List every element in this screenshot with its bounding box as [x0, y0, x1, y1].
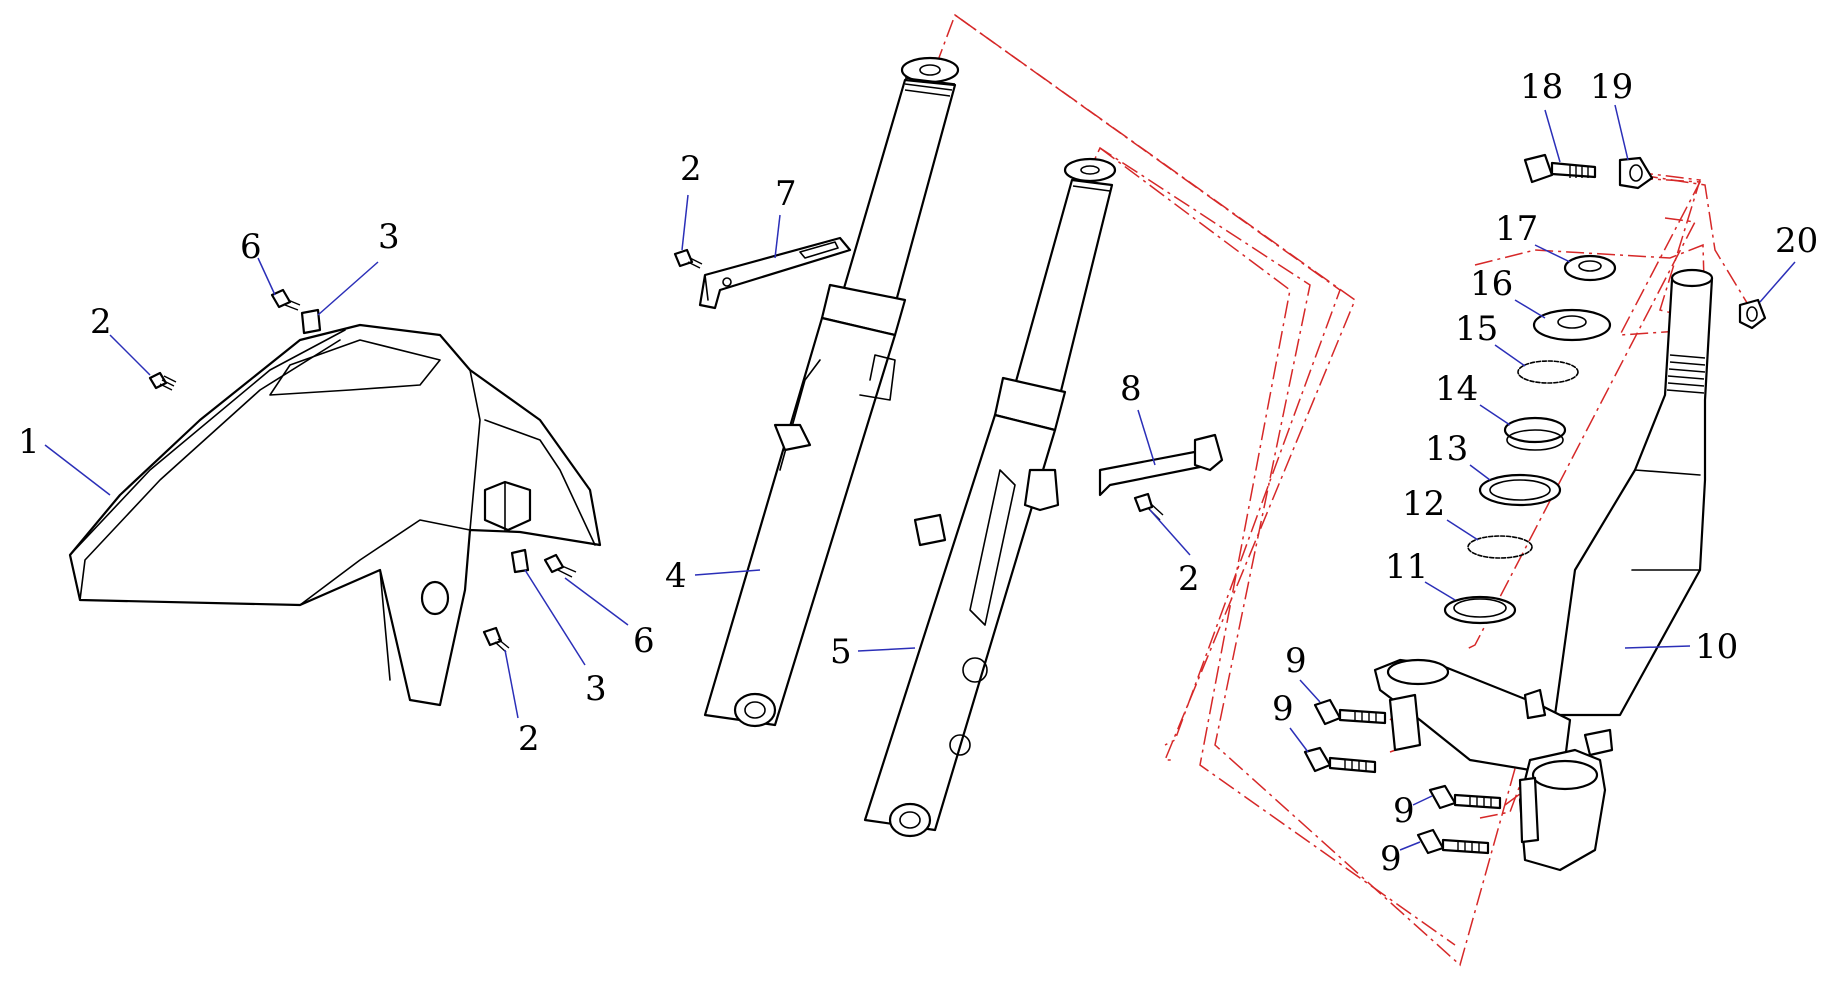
callout-18: 18: [1520, 67, 1563, 107]
bottom-cone-race-13: [1478, 473, 1562, 507]
nut-19: [1618, 156, 1654, 190]
fender-screw-2-lower: [482, 626, 510, 653]
leader-18: [1544, 109, 1561, 163]
callout-19: 19: [1590, 67, 1633, 107]
callout-15: 15: [1455, 309, 1498, 349]
leader-9a: [1299, 679, 1321, 703]
pinch-bolt-9-a: [1313, 698, 1387, 726]
brake-hose-bracket-7: [698, 236, 852, 310]
callout-6-lower: 6: [633, 621, 655, 661]
leader-2c: [681, 194, 689, 251]
pinch-bolt-9-d: [1416, 828, 1490, 855]
leader-15: [1494, 344, 1526, 367]
leader-20: [1759, 261, 1796, 303]
callout-9-a: 9: [1285, 641, 1307, 681]
callout-9-d: 9: [1380, 839, 1402, 879]
fender-nut-3-lower: [510, 548, 530, 574]
leader-2d: [1149, 509, 1191, 556]
dust-seal-11: [1443, 595, 1517, 625]
ball-race-14: [1503, 416, 1567, 451]
leader-9d: [1399, 841, 1421, 851]
fender-bolt-6-upper: [270, 288, 301, 311]
fender-nut-3-upper: [300, 308, 322, 335]
callout-2-bracket-right: 2: [1178, 559, 1200, 599]
steering-stem-10: [1373, 268, 1714, 872]
leader-9b: [1289, 727, 1309, 753]
leader-3b: [524, 569, 586, 666]
callout-16: 16: [1470, 264, 1513, 304]
leader-8: [1137, 409, 1156, 466]
callout-10: 10: [1695, 627, 1738, 667]
callout-8: 8: [1120, 369, 1142, 409]
callout-11: 11: [1385, 547, 1428, 587]
leader-3a: [317, 261, 379, 316]
callout-9-b: 9: [1272, 689, 1294, 729]
leader-16: [1514, 299, 1546, 319]
callout-17: 17: [1495, 209, 1538, 249]
leader-12: [1446, 519, 1479, 541]
leader-10: [1624, 645, 1691, 649]
lock-nut-17: [1563, 254, 1617, 282]
assembly-line-left-fork: [924, 13, 1356, 761]
callout-2-fender-upper: 2: [90, 302, 112, 342]
steel-ball-race-12: [1467, 535, 1533, 559]
assembly-line-bolts9-lower: [1479, 784, 1521, 819]
callout-3-lower: 3: [585, 669, 607, 709]
bracket-screw-2-left: [673, 248, 703, 269]
leader-lines: [44, 104, 1796, 851]
brake-hose-bracket-8: [1098, 433, 1224, 497]
assembly-line-headstock: [1618, 177, 1702, 336]
pinch-bolt-9-c: [1428, 784, 1502, 810]
callout-12: 12: [1402, 484, 1445, 524]
callout-20: 20: [1775, 221, 1818, 261]
cone-race-16: [1532, 308, 1612, 342]
callout-7: 7: [775, 174, 797, 214]
callout-2-bracket-left: 2: [680, 149, 702, 189]
leader-17: [1534, 244, 1571, 263]
leader-6a: [257, 257, 276, 296]
bolt-18: [1523, 153, 1597, 184]
leader-13: [1469, 464, 1491, 481]
leader-19: [1614, 104, 1629, 161]
leader-2a: [109, 334, 151, 376]
fender-screw-2-upper: [148, 371, 177, 391]
fender-bolt-6-lower: [543, 553, 577, 578]
leader-5: [857, 647, 916, 652]
callout-6-upper: 6: [240, 227, 262, 267]
leader-1: [44, 444, 111, 496]
callout-14: 14: [1435, 369, 1478, 409]
callout-labels: 1 2 6 3 3 6 2 2 7 4 5 8 2 18 19 17 20 16…: [18, 67, 1818, 879]
leader-7: [774, 214, 781, 259]
callout-5: 5: [830, 632, 852, 672]
leader-4: [694, 569, 761, 576]
callout-9-c: 9: [1393, 791, 1415, 831]
callout-4: 4: [665, 556, 687, 596]
leader-6b: [564, 577, 629, 626]
leader-11: [1424, 581, 1456, 601]
nut-20: [1738, 298, 1767, 330]
callout-2-fender-lower: 2: [518, 719, 540, 759]
callout-13: 13: [1425, 429, 1468, 469]
assembly-line-right-fork-inner: [1099, 147, 1456, 946]
leader-2b: [504, 649, 519, 719]
steel-ball-race-15: [1517, 360, 1579, 384]
bracket-screw-2-right: [1133, 492, 1164, 521]
pinch-bolt-9-b: [1303, 746, 1377, 774]
assembly-line-right-fork: [1084, 146, 1531, 967]
front-fork-right-5: [863, 157, 1117, 838]
leader-14: [1479, 404, 1511, 426]
callout-1: 1: [18, 422, 40, 462]
front-fender: [68, 323, 602, 707]
callout-3-upper: 3: [378, 217, 400, 257]
front-fork-left-4: [703, 56, 960, 728]
leader-9c: [1412, 795, 1433, 806]
